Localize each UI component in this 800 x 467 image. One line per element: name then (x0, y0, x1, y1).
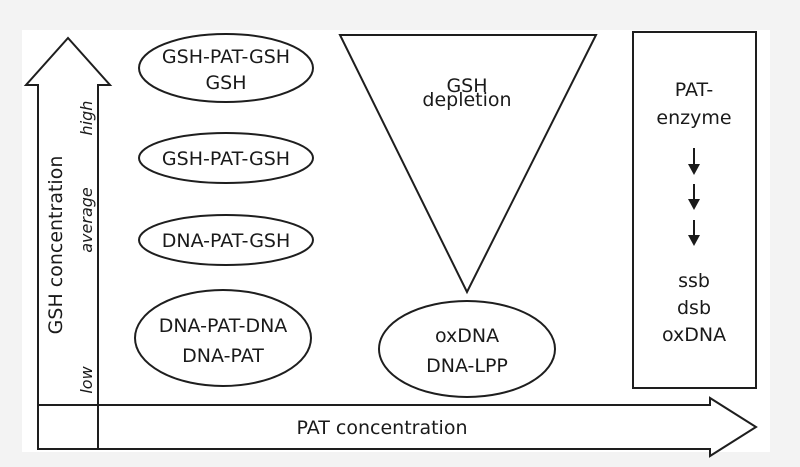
depletion-line-2-visible: depletion (422, 89, 511, 111)
enzyme-box: PAT- enzyme ssb dsb oxDNA (632, 31, 757, 389)
result-ellipse (378, 300, 556, 398)
y-level-average: average (77, 187, 96, 253)
depletion-line-1: GSH (446, 75, 487, 97)
enzyme-title-line-2: enzyme (656, 107, 731, 129)
y-level-high: high (77, 101, 96, 136)
complex-high-average: GSH-PAT-GSH (138, 132, 314, 184)
down-arrow-icon (688, 148, 700, 175)
result-line-2: DNA-LPP (426, 355, 508, 377)
complex-line-1: GSH-PAT-GSH (162, 148, 290, 170)
x-axis-arrow (37, 85, 758, 458)
x-axis-label: PAT concentration (297, 417, 468, 439)
complex-ellipse (134, 289, 312, 387)
enzyme-product-ssb: ssb (678, 270, 710, 292)
complex-average: DNA-PAT-GSH (138, 214, 314, 266)
depletion-triangle (338, 34, 598, 295)
y-axis-label: GSH concentration (45, 156, 67, 335)
complex-ellipse (138, 33, 314, 103)
complex-line-2: GSH (205, 72, 246, 94)
complex-low: DNA-PAT-DNA DNA-PAT (134, 289, 312, 387)
down-arrow-icon (688, 184, 700, 210)
gsh-depletion: GSH depletion depletion (338, 34, 598, 295)
complex-ellipse (138, 214, 314, 266)
complex-line-2: DNA-PAT (182, 345, 264, 367)
depletion-result: oxDNA DNA-LPP (378, 300, 556, 398)
complex-ellipse (138, 132, 314, 184)
y-level-low: low (77, 365, 96, 393)
x-axis-arrow-outline (37, 396, 758, 458)
enzyme-title-line-1: PAT- (675, 79, 713, 101)
enzyme-product-dsb: dsb (677, 297, 711, 319)
result-line-1: oxDNA (435, 325, 499, 347)
down-arrow-icon (688, 220, 700, 246)
enzyme-product-oxdna: oxDNA (662, 324, 726, 346)
complex-line-1: DNA-PAT-GSH (162, 230, 291, 252)
complex-high: GSH-PAT-GSH GSH (138, 33, 314, 103)
enzyme-box-frame (632, 31, 757, 389)
complex-line-1: DNA-PAT-DNA (159, 315, 288, 337)
complex-line-1: GSH-PAT-GSH (162, 46, 290, 68)
